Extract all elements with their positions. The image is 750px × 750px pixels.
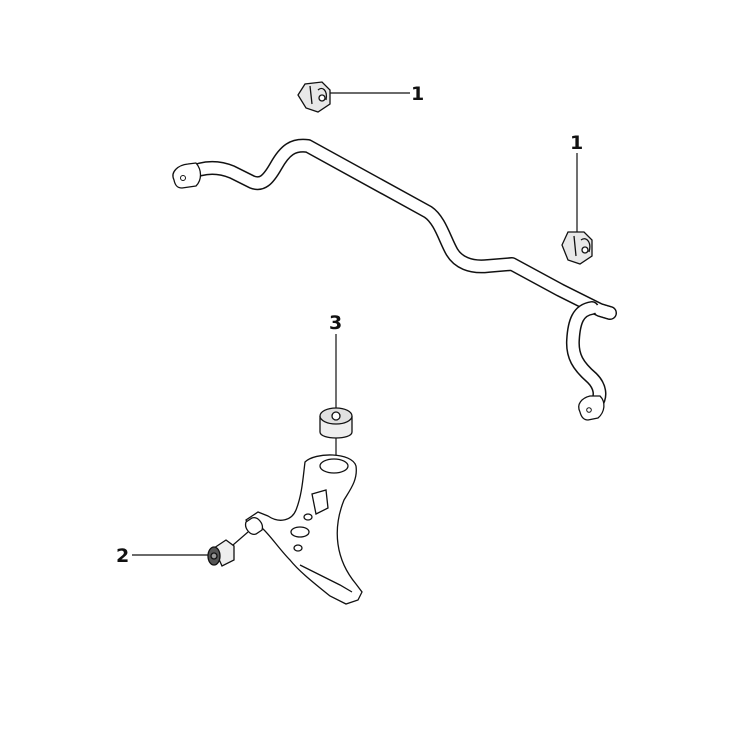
- callout-1-left: 1: [411, 83, 425, 105]
- bar-end-eye-left: [172, 162, 202, 189]
- leader-line-2b: [232, 531, 249, 546]
- stabilizer-bushing-left: [297, 81, 331, 113]
- callout-3: 3: [329, 312, 343, 334]
- stabilizer-bar: [172, 138, 617, 421]
- lower-arm-front-bushing: [207, 539, 235, 567]
- callout-1-right: 1: [570, 132, 584, 154]
- lower-arm-rear-bushing: [319, 407, 353, 439]
- lower-control-arm: [244, 454, 363, 605]
- stabilizer-bushing-right: [561, 231, 593, 265]
- bar-end-eye-right: [578, 395, 605, 421]
- callout-2: 2: [116, 545, 130, 567]
